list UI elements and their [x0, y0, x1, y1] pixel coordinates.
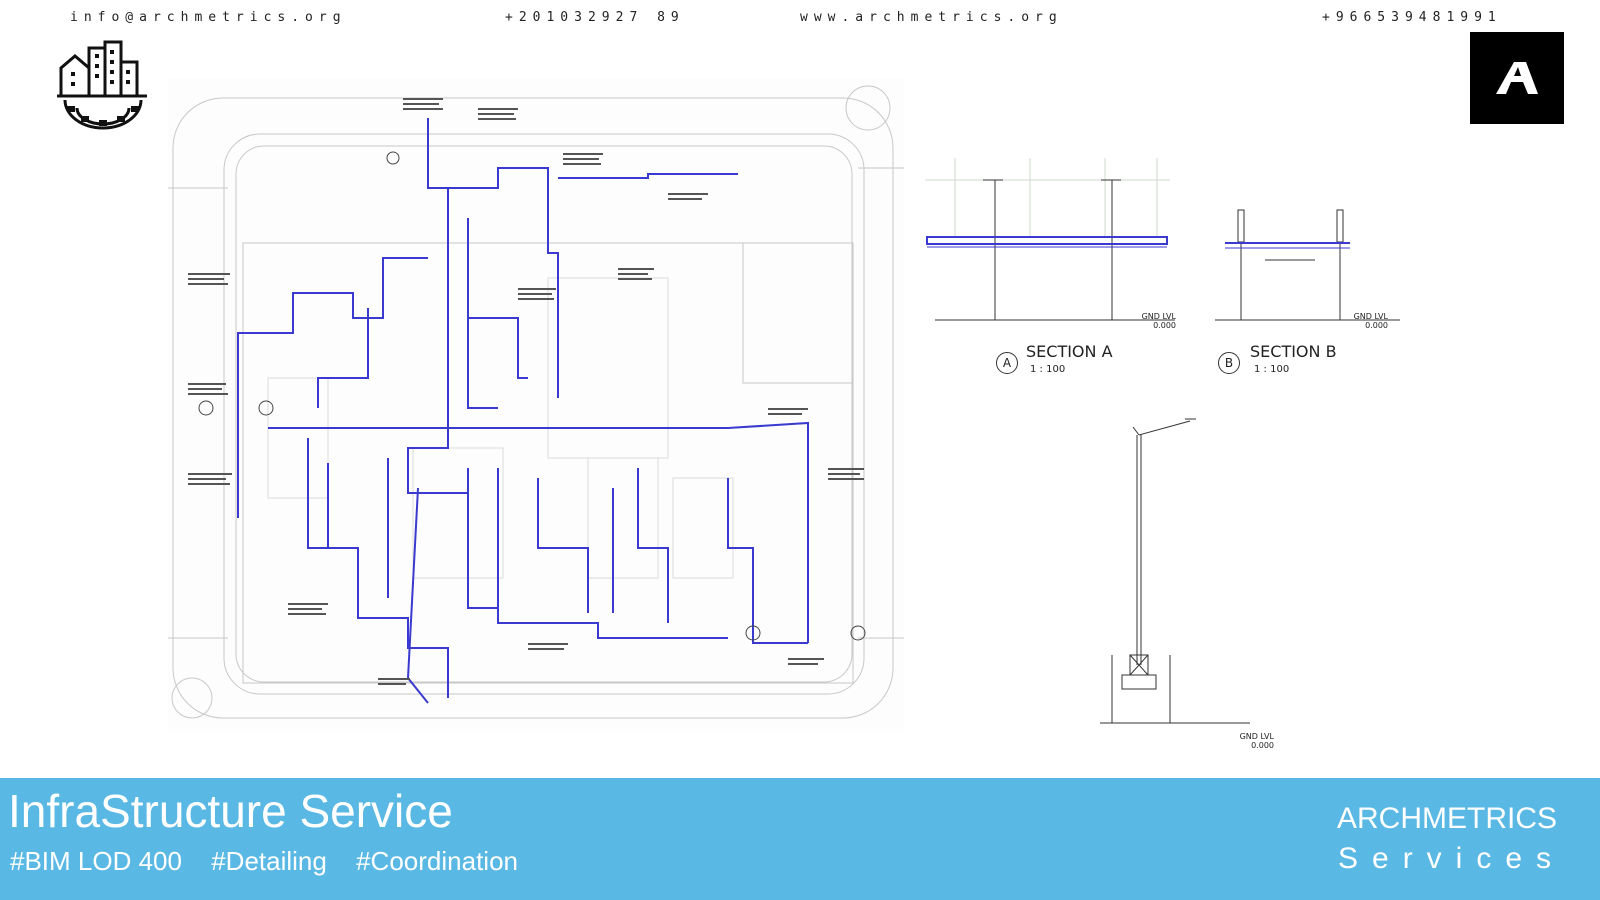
contact-email[interactable]: info@archmetrics.org	[70, 10, 347, 25]
section-b-ground-level: GND LVL 0.000	[1332, 312, 1388, 330]
footer-title: InfraStructure Service	[8, 785, 453, 837]
pole-ground-level: GND LVL 0.000	[1218, 732, 1274, 750]
section-a-scale: 1 : 100	[1030, 364, 1066, 375]
archmetrics-a-logo-icon	[1470, 32, 1564, 124]
city-gear-logo-icon	[55, 38, 151, 130]
section-a-title: SECTION A	[1026, 342, 1113, 361]
tag-coordination: #Coordination	[356, 846, 518, 876]
section-a-ground-level: GND LVL 0.000	[1120, 312, 1176, 330]
tag-detailing: #Detailing	[211, 846, 327, 876]
section-b-scale: 1 : 100	[1254, 364, 1290, 375]
contact-website[interactable]: www.archmetrics.org	[800, 10, 1063, 25]
site-plan-drawing	[168, 78, 904, 733]
pole-ground-label: GND LVL	[1239, 732, 1274, 741]
section-a-marker: A	[996, 352, 1018, 374]
contact-bar: info@archmetrics.org +201032927 89 www.a…	[0, 10, 1600, 30]
section-b-ground-value: 0.000	[1365, 321, 1388, 330]
section-a-drawing	[925, 150, 1185, 330]
section-b-marker: B	[1218, 352, 1240, 374]
section-a-ground-value: 0.000	[1153, 321, 1176, 330]
brand-subtitle: Services	[1338, 842, 1566, 875]
light-pole-detail	[1100, 415, 1280, 745]
contact-phone-saudi[interactable]: +966539481991	[1322, 10, 1502, 25]
pole-ground-value: 0.000	[1251, 741, 1274, 750]
section-a-ground-label: GND LVL	[1141, 312, 1176, 321]
brand-name: ARCHMETRICS	[1337, 802, 1558, 835]
contact-phone-egypt[interactable]: +201032927 89	[505, 10, 685, 25]
section-b-title: SECTION B	[1250, 342, 1337, 361]
section-b-ground-label: GND LVL	[1353, 312, 1388, 321]
section-b-drawing	[1215, 195, 1405, 330]
footer-banner: InfraStructure Service #BIM LOD 400 #Det…	[0, 778, 1600, 900]
footer-tags: #BIM LOD 400 #Detailing #Coordination	[10, 846, 540, 877]
tag-bim-lod: #BIM LOD 400	[10, 846, 182, 876]
